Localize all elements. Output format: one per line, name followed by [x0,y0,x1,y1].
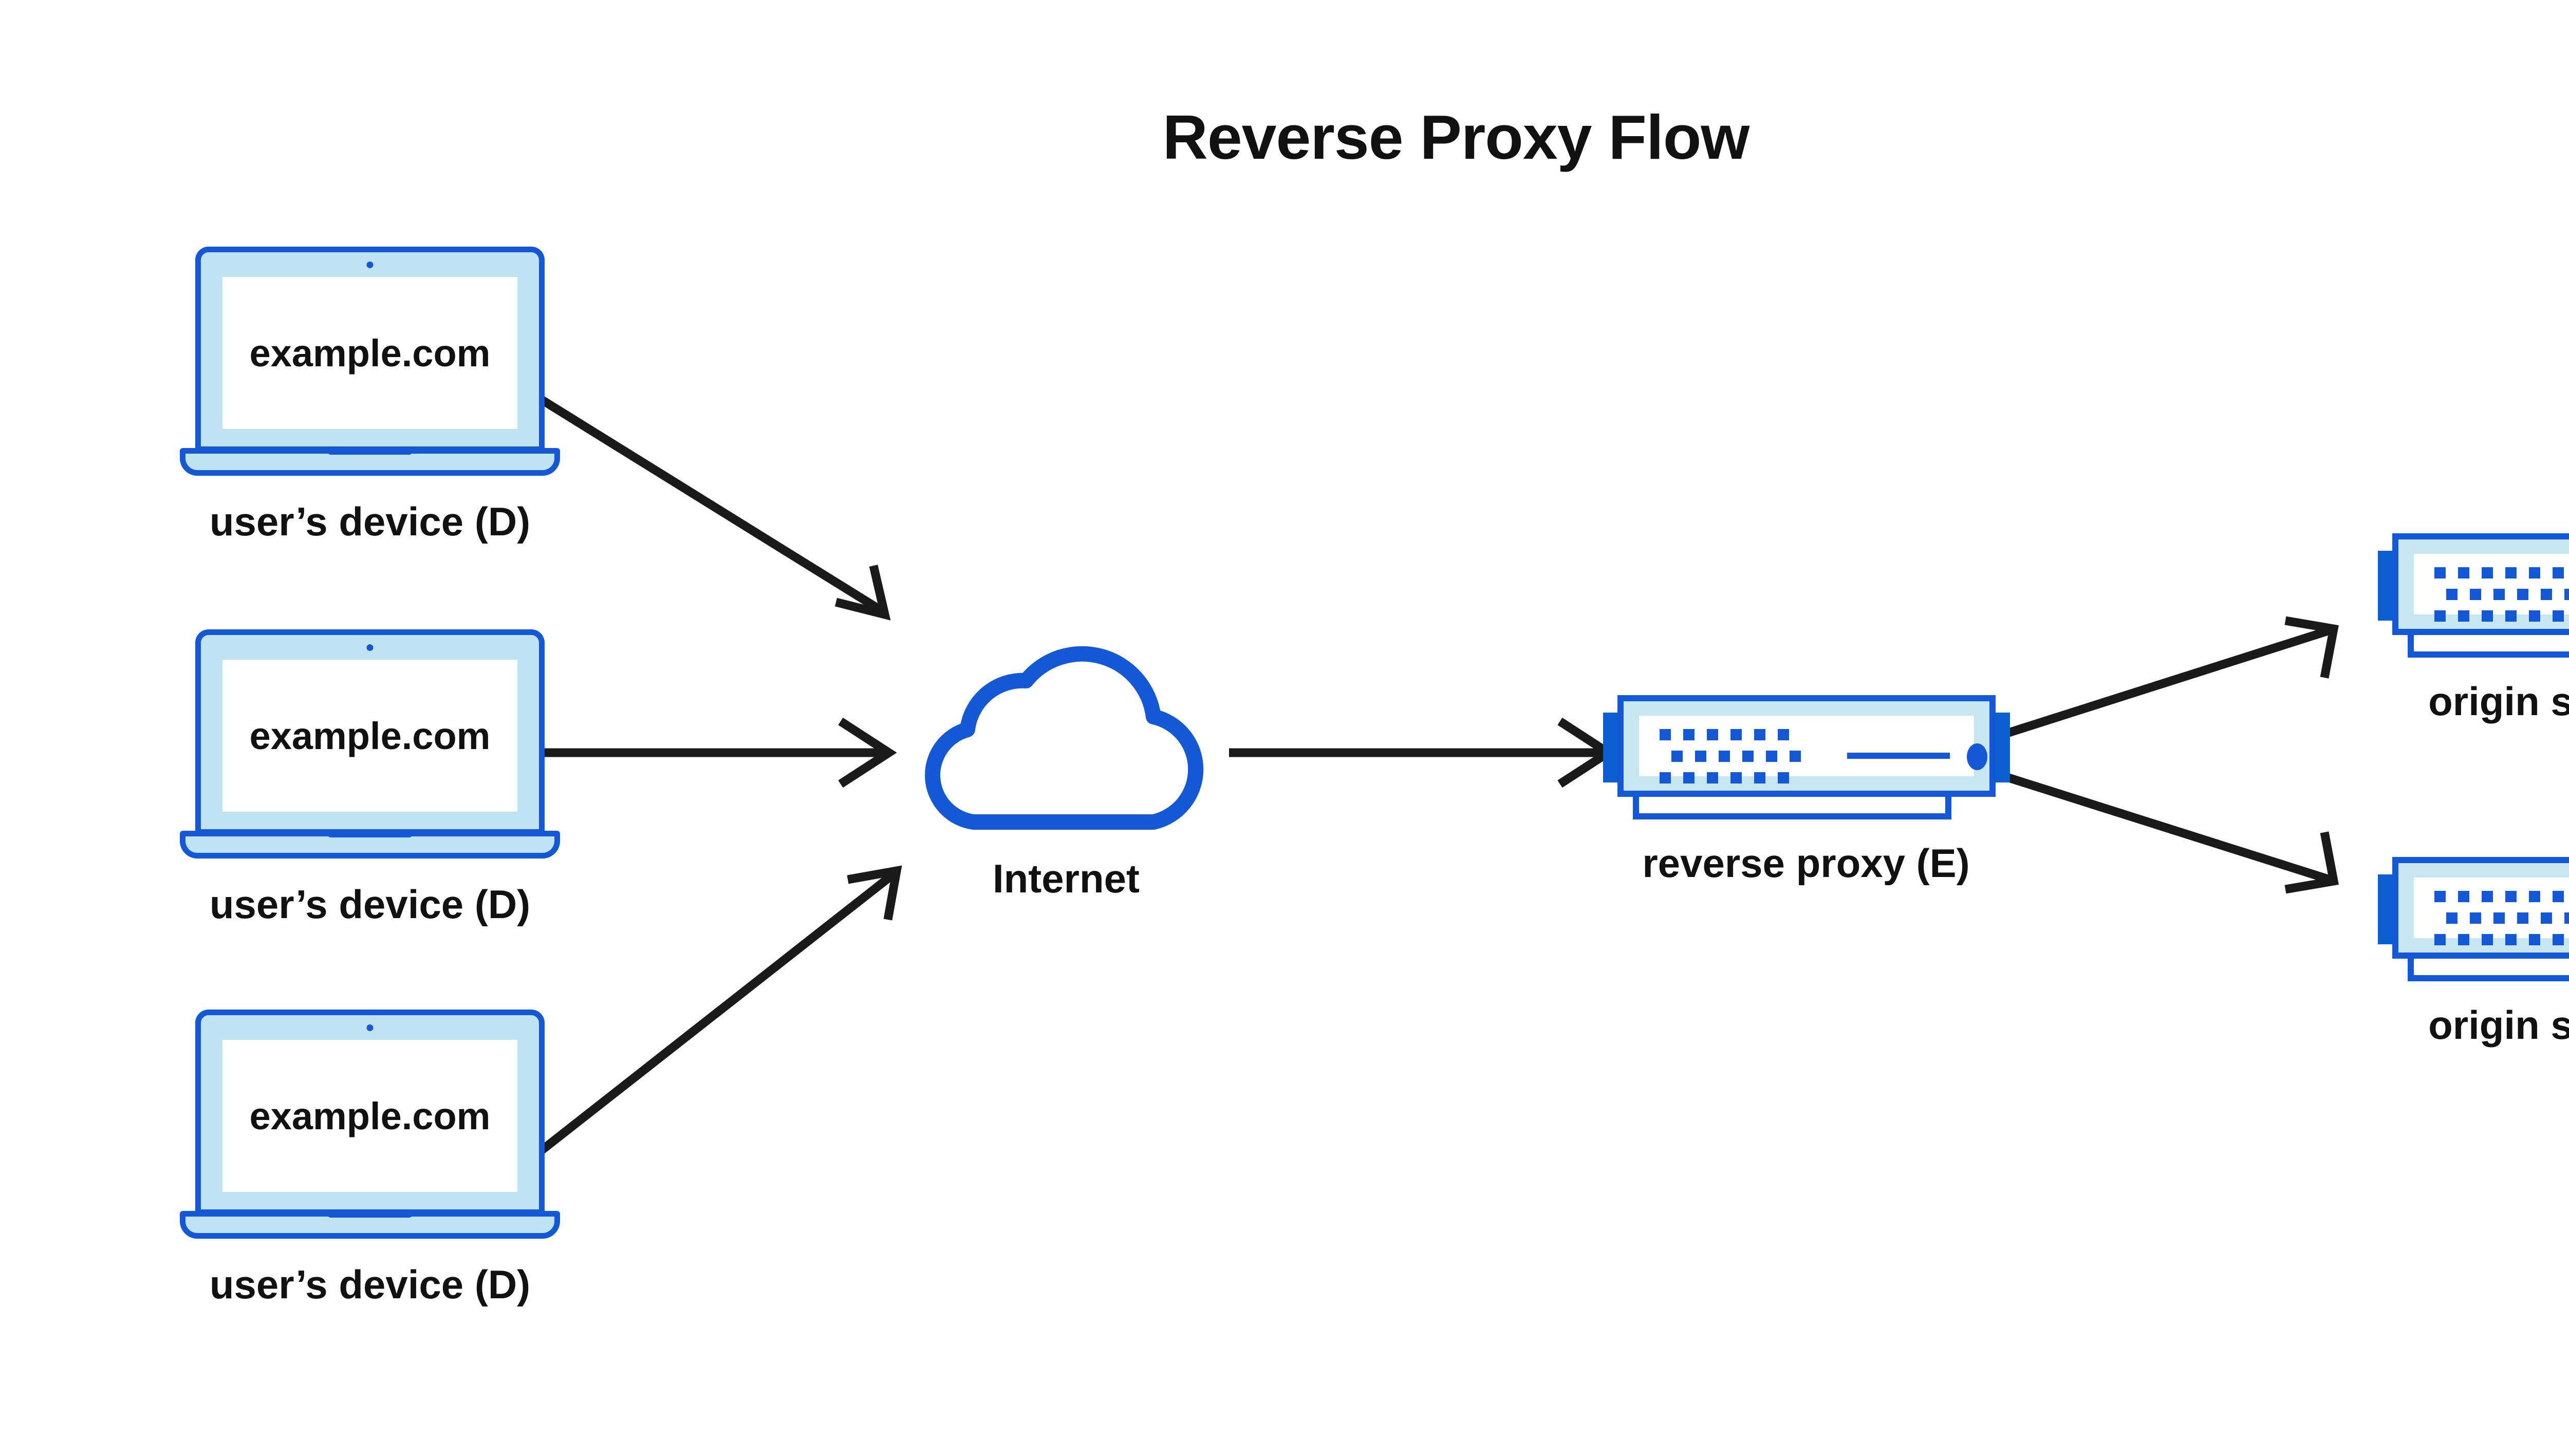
laptop-notch [327,1211,413,1218]
server-dot-grid [1660,729,1803,786]
server-stand [1633,792,1951,819]
laptop-screen: example.com [222,660,517,812]
node-origin-server-1[interactable]: origin server (F) [2378,529,2569,724]
origin-server-2-label: origin server (F) [2428,1002,2569,1048]
laptop-icon: example.com [195,247,545,452]
device-1-label: user’s device (D) [209,499,531,544]
reverse-proxy-label: reverse proxy (E) [1642,841,1970,886]
laptop-notch [327,448,413,455]
server-body [1617,695,1996,797]
node-user-device-2[interactable]: example.com user’s device (D) [180,629,560,927]
arrow-device2-to-internet [510,717,897,788]
server-body [2392,533,2569,635]
server-face [2414,878,2569,945]
server-icon [2378,529,2569,663]
camera-dot-icon [366,1024,374,1031]
server-stand [2408,954,2569,981]
device-3-label: user’s device (D) [209,1262,531,1307]
screen-url-text: example.com [249,1094,491,1137]
laptop-notch [327,831,413,837]
server-icon [1603,691,2010,825]
node-user-device-1[interactable]: example.com user’s device (D) [180,247,560,544]
server-status-line [1847,753,1950,759]
device-2-label: user’s device (D) [209,882,531,927]
arrow-reverse-proxy-to-origin1 [1988,616,2339,743]
cloud-icon [925,646,1204,830]
arrow-device3-to-internet [507,865,902,1179]
laptop-icon: example.com [195,629,545,835]
camera-dot-icon [366,644,374,651]
node-reverse-proxy[interactable]: reverse proxy (E) [1603,691,2010,886]
origin-server-1-label: origin server (F) [2428,679,2569,724]
screen-url-text: example.com [249,331,491,375]
server-face [1639,716,1987,783]
node-origin-server-2[interactable]: origin server (F) [2378,853,2569,1048]
server-dot-grid [2434,891,2569,947]
server-face [2414,554,2569,622]
page-title: Reverse Proxy Flow [1162,102,1750,172]
server-body [2392,857,2569,959]
laptop-screen: example.com [222,277,517,429]
laptop-icon: example.com [195,1010,545,1215]
server-icon [2378,853,2569,986]
node-user-device-3[interactable]: example.com user’s device (D) [180,1010,560,1307]
camera-dot-icon [366,262,374,268]
screen-url-text: example.com [249,714,491,757]
server-stand [2408,630,2569,658]
laptop-screen: example.com [222,1040,517,1192]
arrow-internet-to-reverse-proxy [1229,717,1616,788]
internet-label: Internet [992,856,1140,901]
arrow-reverse-proxy-to-origin2 [1988,767,2339,894]
server-dot-grid [2434,567,2569,624]
node-internet[interactable]: Internet [907,640,1225,901]
arrow-device1-to-internet [508,376,891,621]
server-led-icon [1967,743,1987,770]
